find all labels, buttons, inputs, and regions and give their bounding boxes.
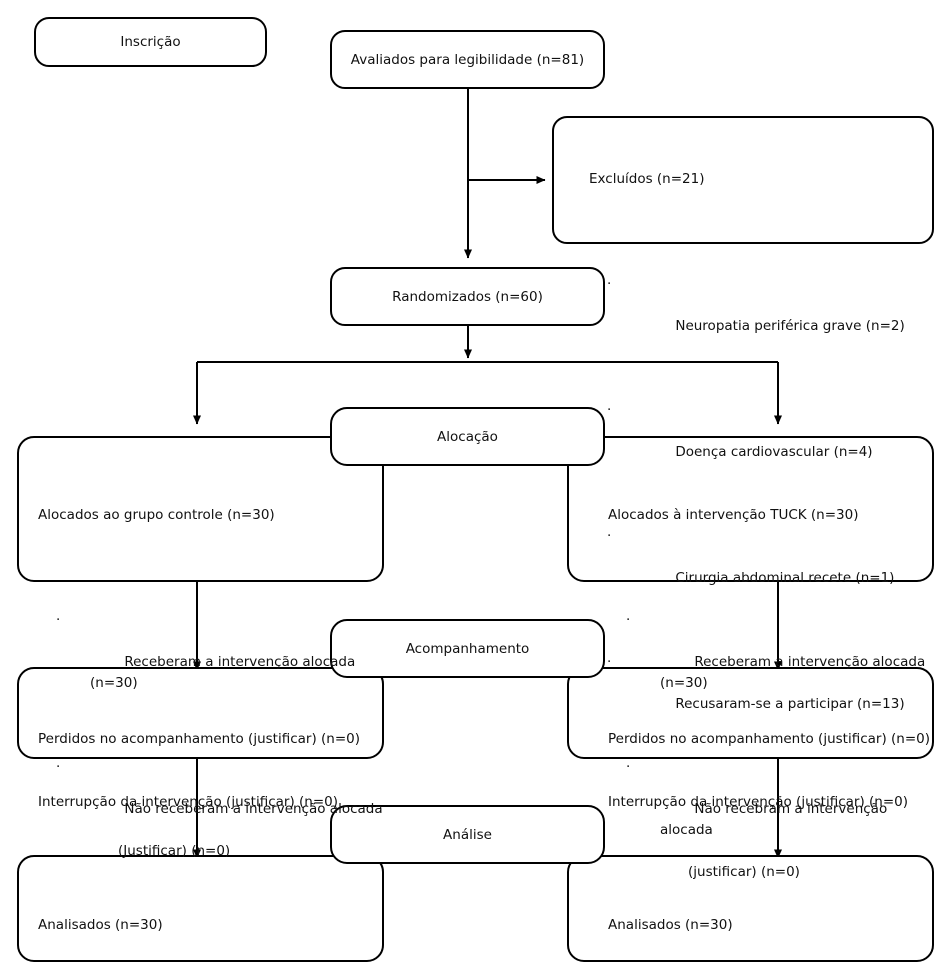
node-box-allocation-right [567, 436, 934, 582]
stage-box-followup [330, 619, 605, 678]
list-item-label: Não recebram a intervenção alocada [660, 801, 892, 838]
node-box-allocation-left [17, 436, 384, 582]
node-assessed: Avaliados para legibilidade (n=81) [331, 31, 604, 88]
list-item: · Receberam a intervenção alocada (n=30) [608, 610, 938, 715]
node-excluded-title: Excluídos (n=21) [589, 171, 705, 187]
list-item: · Neuropatia periférica grave (n=2) [589, 274, 929, 358]
bullet-dot-icon: · [607, 528, 612, 544]
node-allocation-right-title: Alocados à intervenção TUCK (n=30) [608, 507, 859, 523]
stage-label-allocation-text: Alocação [437, 428, 498, 445]
node-randomized-text: Randomizados (n=60) [392, 288, 543, 305]
bullet-dot-icon: · [607, 654, 612, 670]
stage-box-allocation [330, 407, 605, 466]
stage-box-analysis [330, 805, 605, 864]
list-item-continuation: (justificar) (n=0) [688, 864, 800, 880]
bullet-dot-icon: · [607, 276, 612, 292]
node-followup-left-line-1: Perdidos no acompanhamento (justificar) … [38, 731, 360, 747]
node-followup-right: Perdidos no acompanhamento (justificar) … [608, 687, 938, 855]
node-box-followup-left [17, 667, 384, 759]
list-item-label: Não receberam a intervenção alocada [124, 801, 383, 817]
node-analysis-left: Analisados (n=30) · Excluídos de análise… [38, 873, 383, 973]
node-allocation-left: Alocados ao grupo controle (n=30) · Rece… [38, 463, 383, 973]
node-randomized: Randomizados (n=60) [331, 268, 604, 325]
node-allocation-left-list: · Receberam a intervenção alocada (n=30)… [38, 568, 383, 946]
list-item-label: Neuropatia periférica grave (n=2) [675, 318, 905, 334]
list-item-continuation: (Justificar) (n=0) [118, 843, 231, 859]
node-box-analysis-left [17, 855, 384, 962]
node-excluded-reason-list: · Neuropatia periférica grave (n=2) · Do… [589, 232, 929, 778]
node-excluded: Excluídos (n=21) · Neuropatia periférica… [589, 127, 929, 820]
stage-label-allocation: Alocação [331, 408, 604, 465]
list-item-label: Cirurgia abdominal recete (n=1) [675, 570, 895, 586]
node-assessed-text: Avaliados para legibilidade (n=81) [350, 51, 585, 68]
node-box-analysis-right [567, 855, 934, 962]
node-followup-right-line-2: Interrupção da intervenção (justificar) … [608, 794, 909, 810]
list-item: · Não receberam a intervenção alocada (J… [38, 757, 383, 904]
node-followup-left-line-2: Interrupção da intervenção (justificar) … [38, 794, 339, 810]
bullet-dot-icon: · [626, 612, 631, 628]
bullet-dot-icon: · [56, 612, 61, 628]
bullet-dot-icon: · [56, 759, 61, 775]
node-analysis-right: Analisados (n=30) · Excluídos de análise… [608, 873, 938, 973]
node-box-followup-right [567, 667, 934, 759]
node-box-excluded [552, 116, 934, 244]
node-allocation-right-list: · Receberam a intervenção alocada (n=30)… [608, 568, 938, 967]
list-item: · Cirurgia abdominal recete (n=1) [589, 526, 929, 610]
list-item-label: Recusaram-se a participar (n=13) [675, 696, 905, 712]
stage-label-enrollment: Inscrição [35, 18, 266, 66]
bullet-dot-icon: · [626, 759, 631, 775]
bullet-dot-icon: · [607, 402, 612, 418]
list-item: · Não recebram a intervenção alocada (ju… [608, 757, 938, 925]
list-item-label: Receberam a intervenção alocada (n=30) [90, 654, 360, 691]
node-allocation-right: Alocados à intervenção TUCK (n=30) · Rec… [608, 463, 938, 973]
node-followup-right-line-1: Perdidos no acompanhamento (justificar) … [608, 731, 930, 747]
list-item: · Recusaram-se a participar (n=13) [589, 652, 929, 736]
list-item: · Receberam a intervenção alocada (n=30) [38, 610, 383, 715]
stage-label-followup: Acompanhamento [331, 620, 604, 677]
node-box-assessed [330, 30, 605, 89]
stage-label-analysis-text: Análise [443, 826, 492, 843]
list-item-label: Receberam a intervenção alocada (n=30) [660, 654, 930, 691]
stage-label-analysis: Análise [331, 806, 604, 863]
node-followup-left: Perdidos no acompanhamento (justificar) … [38, 687, 383, 855]
list-item: · Doença cardiovascular (n=4) [589, 400, 929, 484]
stage-box-enrollment [34, 17, 267, 67]
stage-label-followup-text: Acompanhamento [405, 640, 530, 657]
node-analysis-left-title: Analisados (n=30) [38, 917, 163, 933]
list-item-label: Doença cardiovascular (n=4) [675, 444, 873, 460]
node-box-randomized [330, 267, 605, 326]
node-analysis-right-title: Analisados (n=30) [608, 917, 733, 933]
stage-label-enrollment-text: Inscrição [120, 34, 181, 50]
node-allocation-left-title: Alocados ao grupo controle (n=30) [38, 507, 275, 523]
